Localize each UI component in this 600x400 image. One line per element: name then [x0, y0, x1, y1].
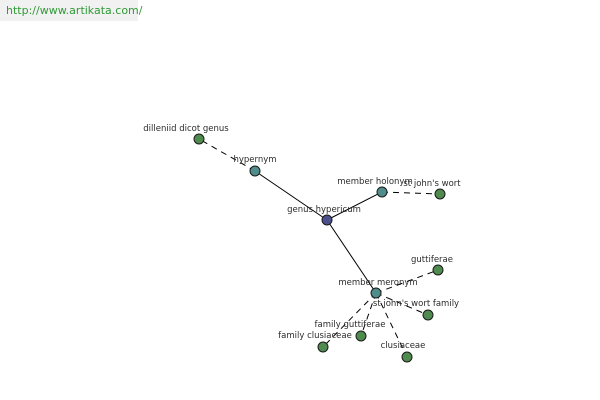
edges-layer	[198, 138, 441, 358]
node-label-hypernym: hypernym	[233, 155, 276, 165]
node-hypernym[interactable]	[249, 165, 261, 177]
nodes-layer	[193, 133, 446, 363]
edge-member-meronym-to-family-clusiaceae	[322, 292, 377, 348]
node-member-holonym[interactable]	[376, 186, 388, 198]
node-family-guttiferae[interactable]	[355, 330, 367, 342]
node-guttiferae[interactable]	[432, 264, 444, 276]
node-clusiaceae[interactable]	[401, 351, 413, 363]
node-family-clusiaceae[interactable]	[317, 341, 329, 353]
node-label-member-meronym: member meronym	[338, 278, 417, 288]
node-root[interactable]	[321, 214, 333, 226]
edge-member-meronym-to-family-guttiferae	[360, 292, 377, 337]
node-label-root: genus hypericum	[287, 205, 361, 215]
edge-member-meronym-to-st-johns-wort-family	[375, 292, 429, 316]
edge-member-holonym-to-st-johns-wort	[381, 191, 441, 195]
node-label-family-clusiaceae: family clusiaceae	[278, 331, 352, 341]
node-st-johns-wort-family[interactable]	[422, 309, 434, 321]
edge-root-to-hypernym	[254, 170, 328, 221]
labels-layer: genus hypericum hypernym member holonym mem…	[143, 124, 461, 351]
node-label-st-johns-wort-family: st john's wort family	[373, 299, 459, 309]
node-st-johns-wort[interactable]	[434, 188, 446, 200]
node-label-member-holonym: member holonym	[337, 177, 412, 187]
node-label-dilleniid: dilleniid dicot genus	[143, 124, 229, 134]
node-label-guttiferae: guttiferae	[411, 255, 453, 265]
edge-root-to-member-meronym	[326, 219, 377, 294]
node-label-clusiaceae: clusiaceae	[381, 341, 426, 351]
edge-member-meronym-to-clusiaceae	[375, 292, 408, 358]
node-member-meronym[interactable]	[370, 287, 382, 299]
node-dilleniid[interactable]	[193, 133, 205, 145]
watermark-url[interactable]: http://www.artikata.com/	[0, 0, 142, 21]
edge-member-meronym-to-guttiferae	[375, 269, 439, 294]
edge-root-to-member-holonym	[326, 191, 383, 221]
node-label-family-guttiferae: family guttiferae	[315, 320, 386, 330]
node-label-st-johns-wort: st john's wort	[403, 179, 461, 189]
